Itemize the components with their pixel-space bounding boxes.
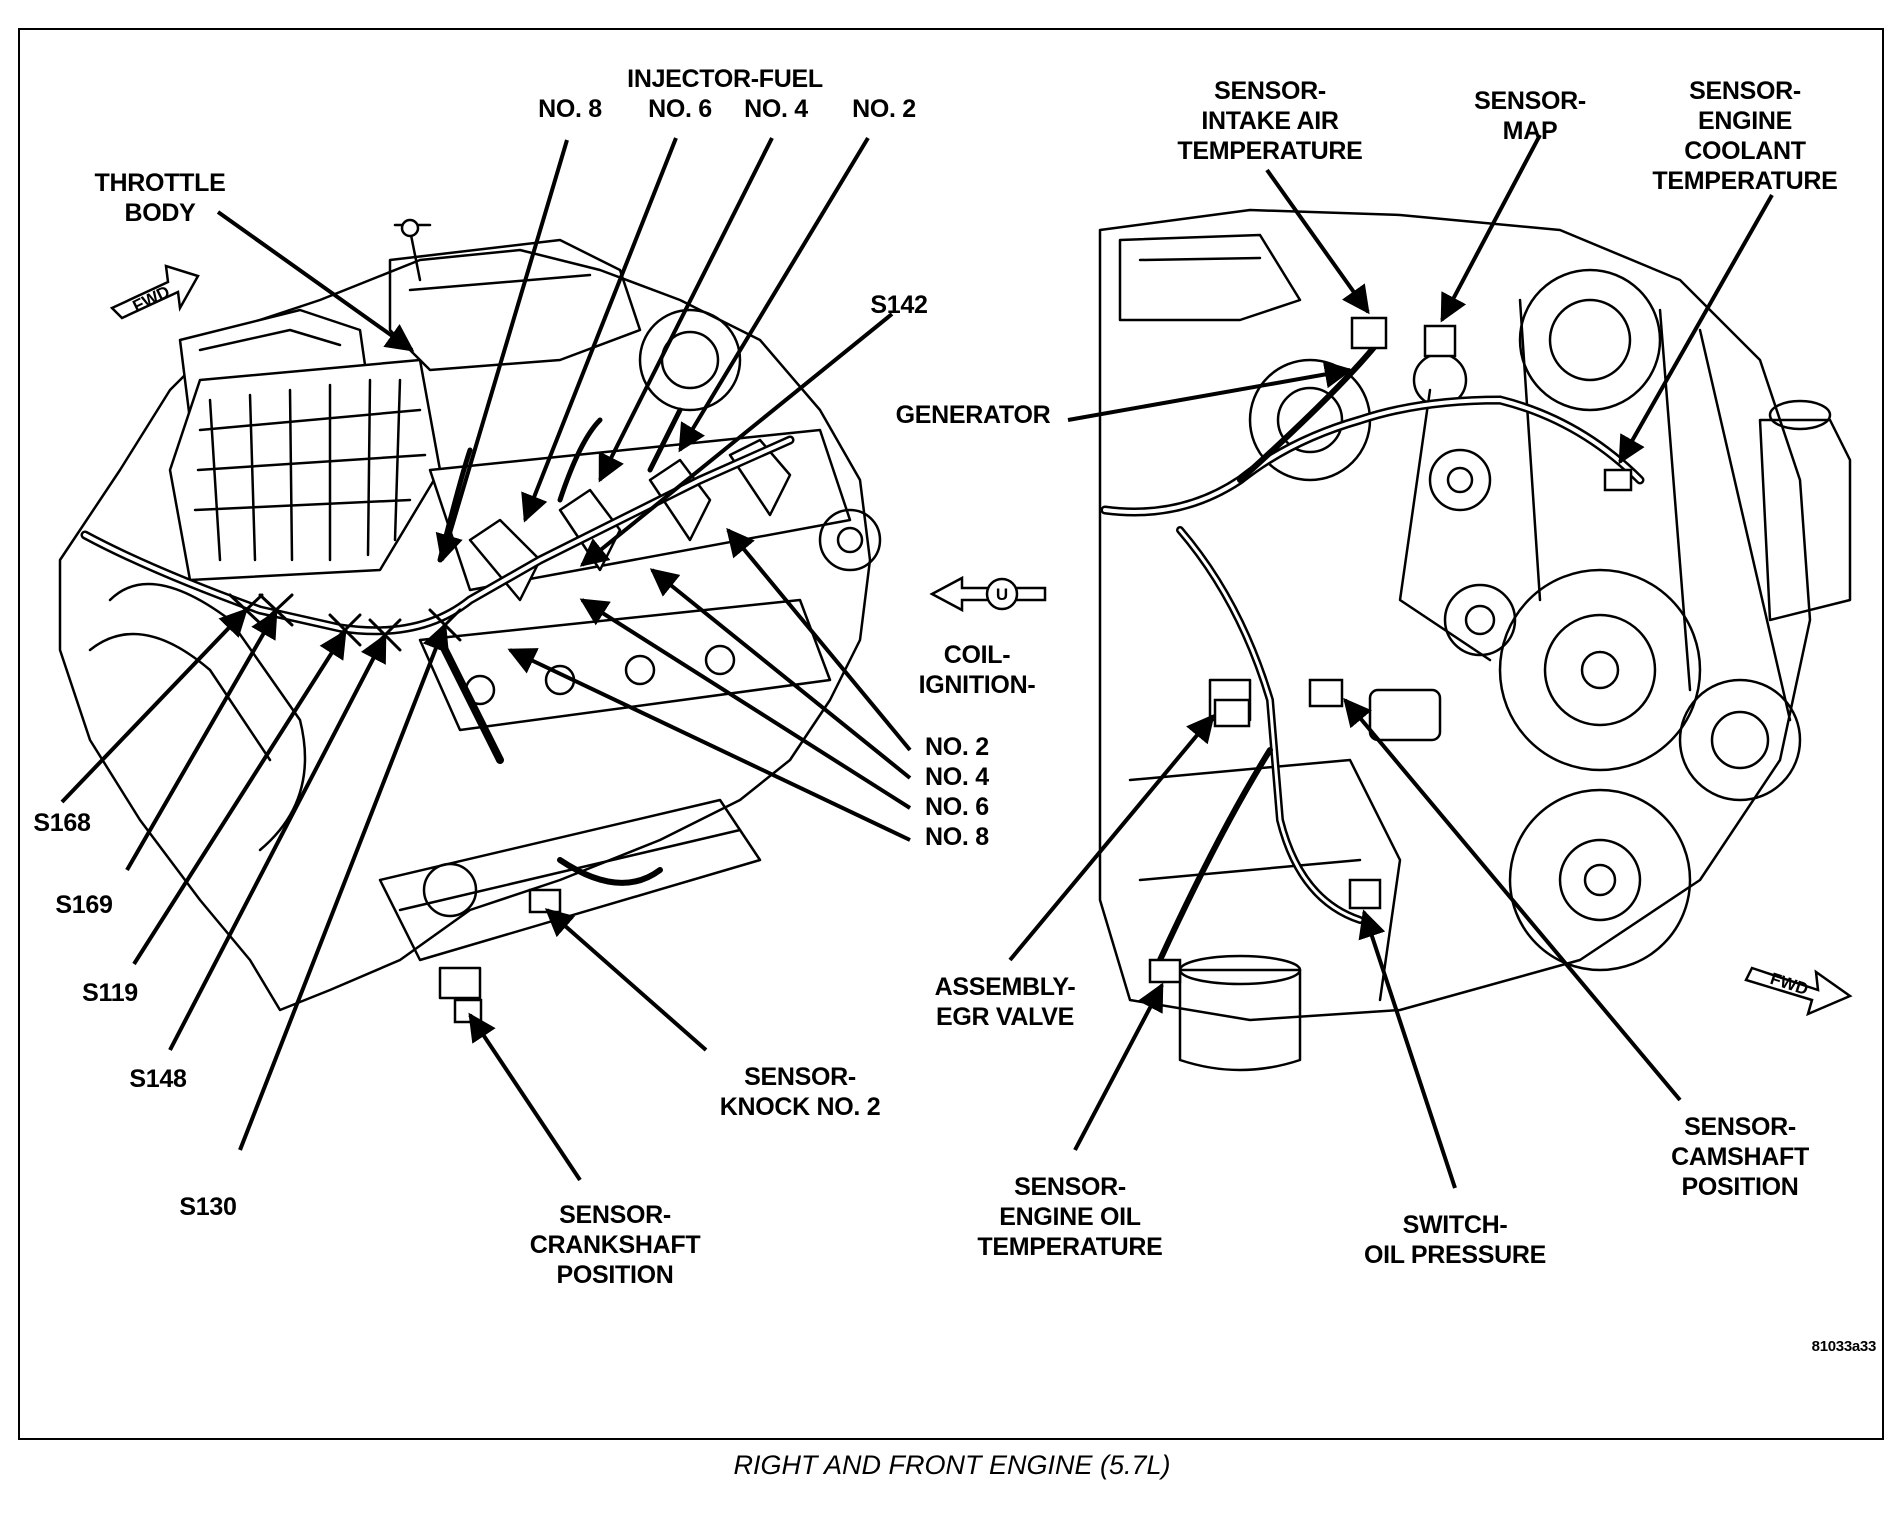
fwd-arrow-right: FWD bbox=[1744, 966, 1853, 1017]
figure-caption: RIGHT AND FRONT ENGINE (5.7L) bbox=[733, 1450, 1171, 1480]
right-side-engine-drawing bbox=[58, 218, 882, 1012]
label-injector-no6: NO. 6 bbox=[648, 95, 712, 123]
figure-id: 81033a33 bbox=[1811, 1338, 1877, 1355]
label-oil-temp-sensor: SENSOR- ENGINE OIL TEMPERATURE bbox=[977, 1173, 1163, 1261]
label-coil-no2: NO. 2 bbox=[925, 733, 989, 761]
fwd-text-right: FWD bbox=[1768, 969, 1811, 999]
up-text: U bbox=[996, 585, 1008, 604]
label-s168: S168 bbox=[33, 809, 91, 837]
label-injector-no2: NO. 2 bbox=[852, 95, 916, 123]
label-coil-no6: NO. 6 bbox=[925, 793, 989, 821]
fwd-text-left: FWD bbox=[130, 282, 173, 316]
label-oil-pressure-switch: SWITCH- OIL PRESSURE bbox=[1363, 1211, 1547, 1269]
label-injector-fuel: INJECTOR-FUEL bbox=[627, 65, 823, 93]
label-s142: S142 bbox=[870, 291, 928, 319]
label-injector-no8: NO. 8 bbox=[538, 95, 602, 123]
label-coil-no8: NO. 8 bbox=[925, 823, 989, 851]
label-egr-valve: ASSEMBLY- EGR VALVE bbox=[934, 973, 1076, 1031]
fwd-arrow-left: FWD bbox=[109, 264, 200, 320]
label-crankshaft-sensor: SENSOR- CRANKSHAFT POSITION bbox=[529, 1201, 701, 1289]
label-s119: S119 bbox=[82, 979, 138, 1007]
label-injector-no4: NO. 4 bbox=[744, 95, 808, 123]
label-s148: S148 bbox=[129, 1065, 187, 1093]
label-generator: GENERATOR bbox=[895, 401, 1051, 429]
label-coil-no4: NO. 4 bbox=[925, 763, 989, 791]
front-engine-drawing bbox=[1098, 208, 1852, 1072]
label-coil-ignition: COIL- IGNITION- bbox=[918, 641, 1036, 699]
right-wiring-harness bbox=[1100, 316, 1645, 984]
label-map-sensor: SENSOR- MAP bbox=[1474, 87, 1586, 145]
label-ect-sensor: SENSOR- ENGINE COOLANT TEMPERATURE bbox=[1652, 77, 1838, 195]
figure-frame bbox=[18, 28, 1884, 1440]
label-knock-sensor: SENSOR- KNOCK NO. 2 bbox=[719, 1063, 881, 1121]
label-throttle-body: THROTTLE BODY bbox=[94, 169, 226, 227]
up-direction-arrow: U bbox=[929, 575, 1047, 613]
label-iat-sensor: SENSOR- INTAKE AIR TEMPERATURE bbox=[1177, 77, 1363, 165]
label-s169: S169 bbox=[55, 891, 113, 919]
leader-lines bbox=[60, 134, 1774, 1189]
label-s130: S130 bbox=[179, 1193, 237, 1221]
label-camshaft-sensor: SENSOR- CAMSHAFT POSITION bbox=[1671, 1113, 1809, 1201]
